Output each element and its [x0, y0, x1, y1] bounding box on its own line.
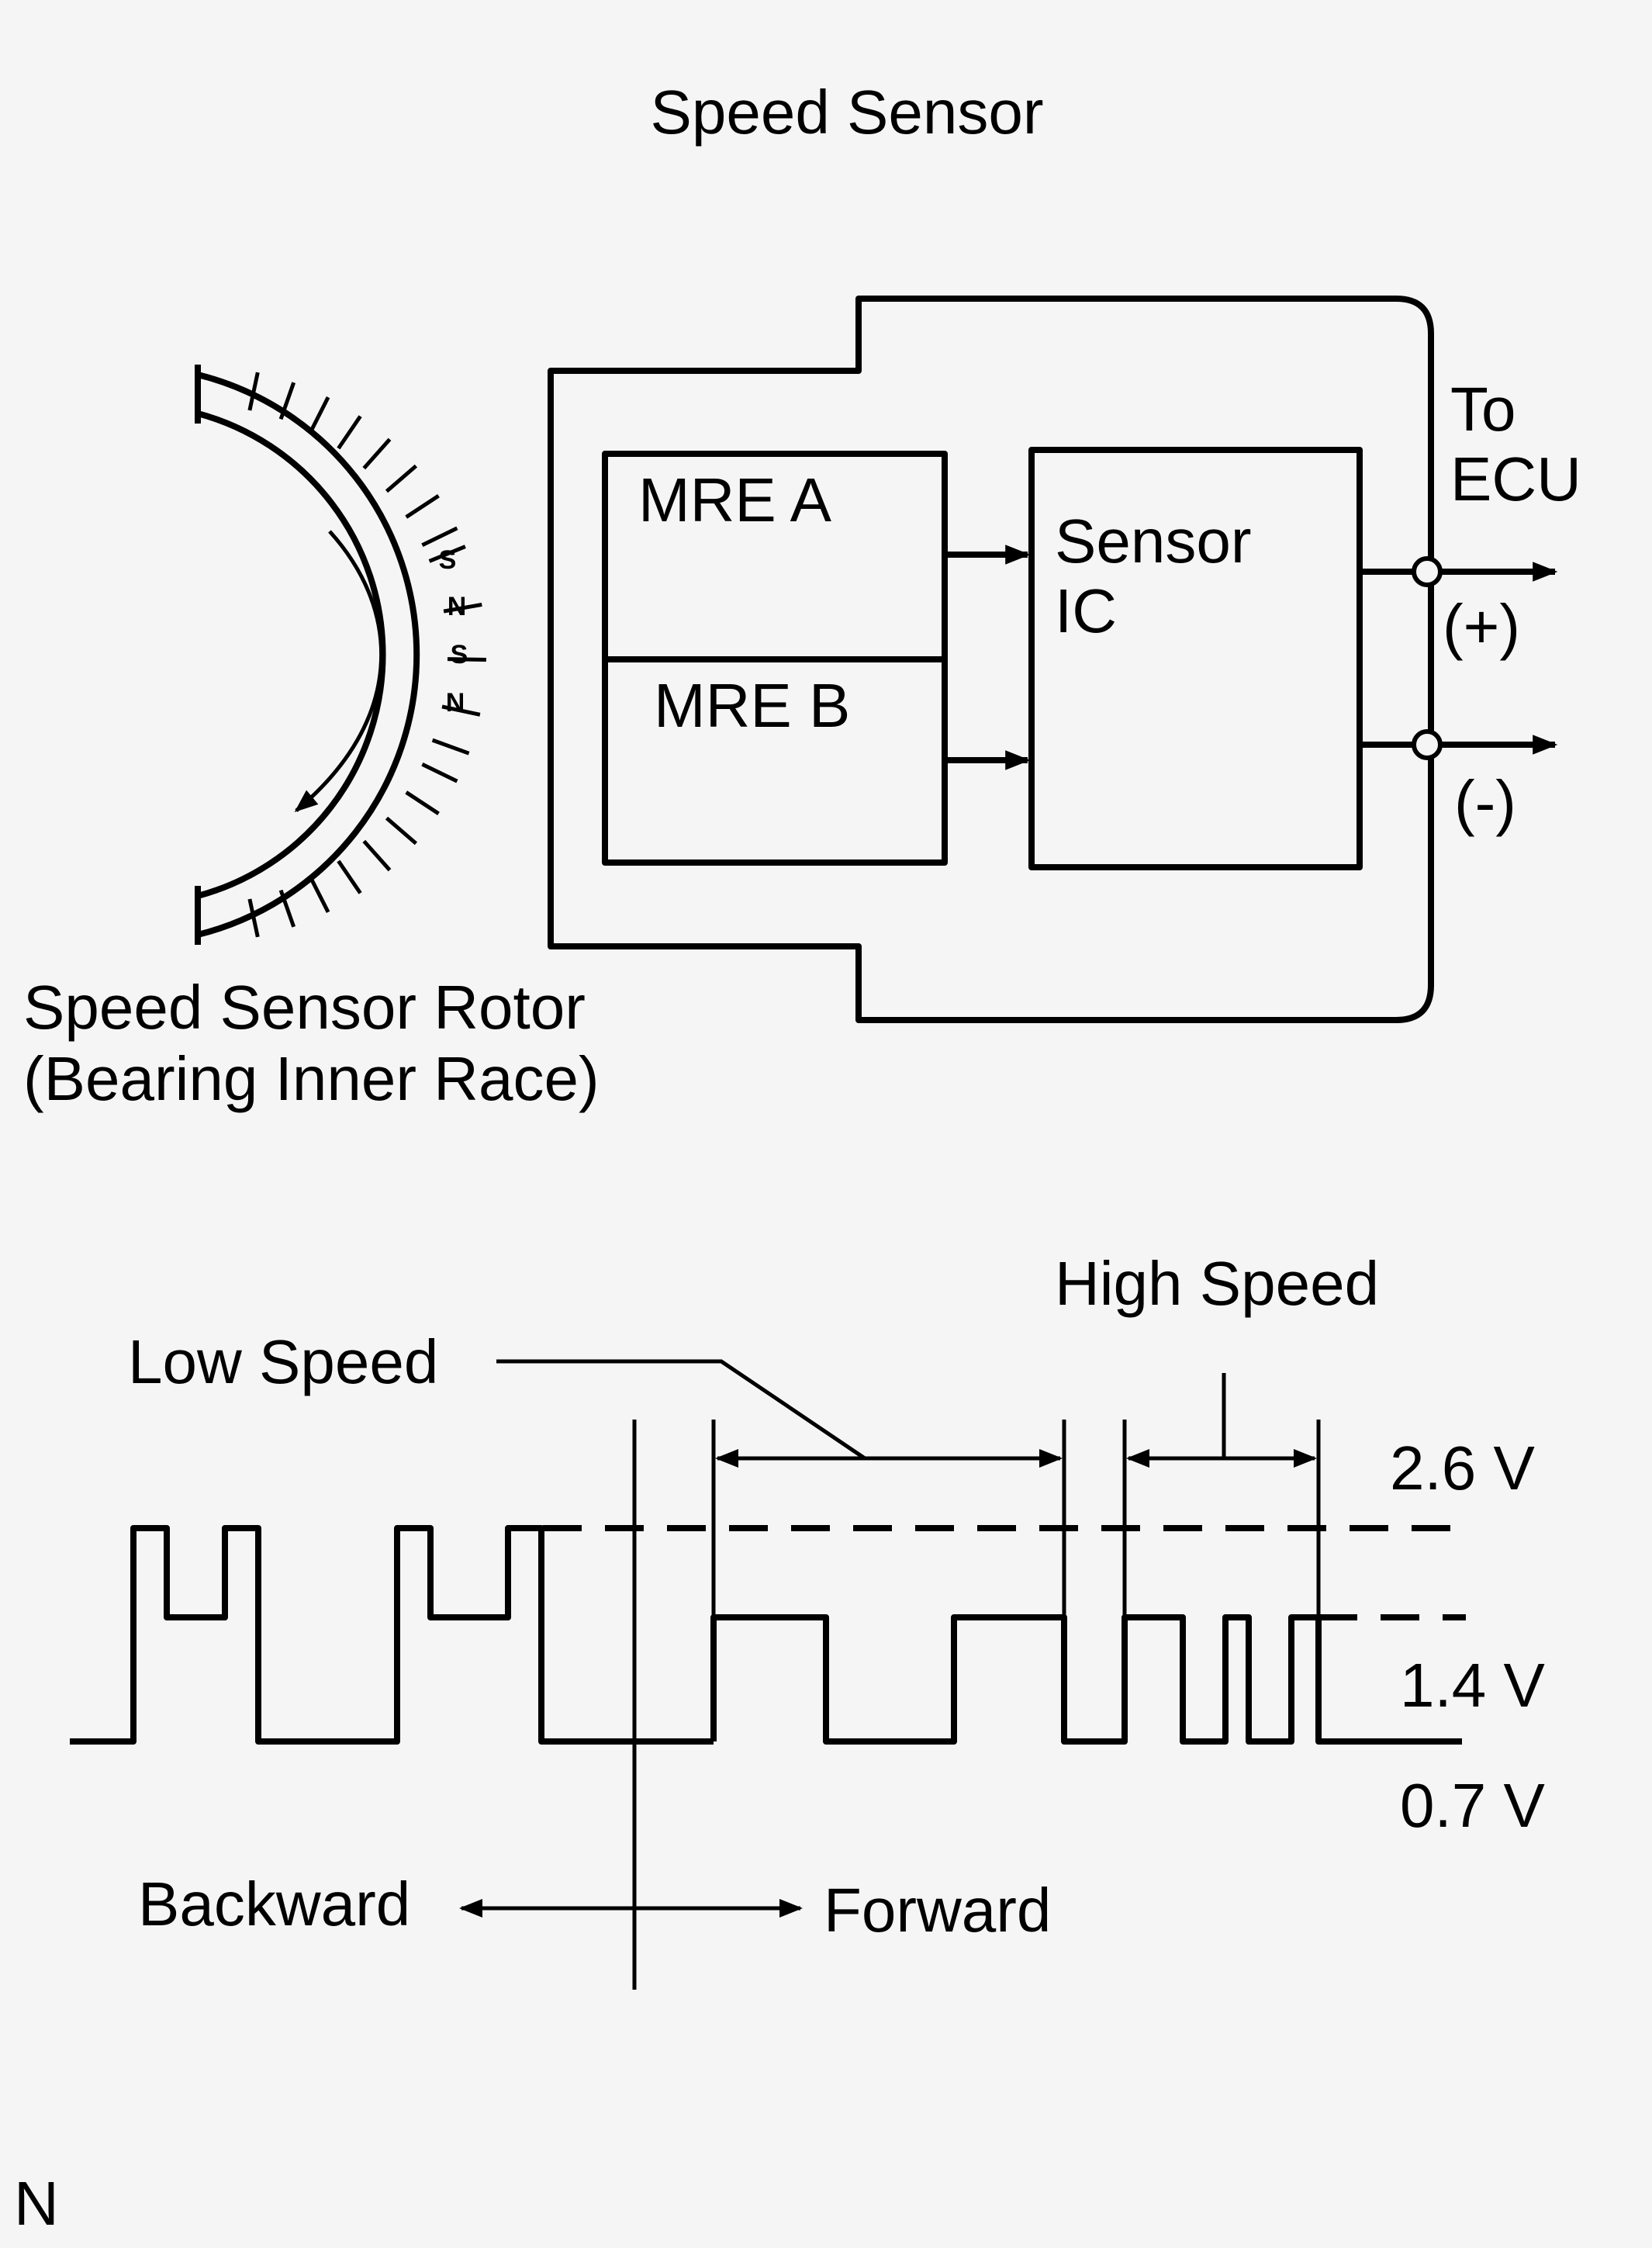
rotor-divider	[278, 889, 296, 928]
terminal-plus	[1412, 556, 1443, 587]
plus-terminal-label: (+)	[1443, 592, 1520, 661]
rotor-label-line1: Speed Sensor Rotor	[23, 973, 586, 1042]
rotor-pole-s-2: S	[451, 640, 468, 669]
backward-label: Backward	[138, 1869, 410, 1938]
rotation-direction-arrow	[294, 530, 384, 812]
rotor-pole-divider	[428, 545, 466, 563]
output-waveform	[70, 1359, 1466, 1990]
backward-pulse-train	[70, 1525, 714, 1745]
speed-sensor-rotor: S N S N	[195, 365, 486, 945]
diagram-title: Speed Sensor	[650, 78, 1043, 147]
rotor-pole-divider	[447, 657, 486, 662]
rotor-pole-divider	[443, 602, 482, 614]
rotor-pole-divider	[441, 704, 481, 717]
rotor-divider	[421, 526, 458, 548]
rotor-divider	[337, 859, 362, 894]
high-speed-label: High Speed	[1055, 1249, 1379, 1318]
rotor-divider	[405, 494, 440, 519]
rotor-pole-s-1: S	[439, 545, 457, 575]
minus-terminal-label: (-)	[1454, 768, 1516, 837]
rotor-divider	[337, 415, 362, 450]
corner-mark: N	[14, 2169, 59, 2238]
rotor-segment-dividers	[247, 372, 486, 938]
rotor-divider	[362, 437, 392, 470]
terminal-minus	[1412, 729, 1443, 760]
rotor-pole-n-2: N	[446, 688, 465, 718]
mre-b-label: MRE B	[654, 671, 850, 740]
low-speed-leader-line	[496, 1359, 866, 1461]
mre-a-label: MRE A	[638, 465, 832, 534]
rotor-divider	[405, 790, 440, 815]
sensor-ic-label-line2: IC	[1055, 576, 1117, 645]
rotor-divider	[247, 372, 260, 411]
rotor-divider	[421, 762, 458, 783]
to-ecu-label-line2: ECU	[1450, 444, 1581, 514]
rotor-divider	[385, 816, 418, 846]
low-speed-label: Low Speed	[128, 1327, 438, 1396]
level-label-0-7v: 0.7 V	[1400, 1771, 1545, 1840]
forward-label: Forward	[824, 1876, 1051, 1945]
rotor-pole-n-1: N	[448, 592, 467, 621]
rotor-divider	[309, 396, 330, 433]
rotor-divider	[309, 877, 330, 914]
sensor-ic-label-line1: Sensor	[1055, 507, 1251, 576]
rotor-label-line2: (Bearing Inner Race)	[23, 1044, 600, 1113]
rotor-divider	[362, 839, 392, 872]
rotor-divider	[247, 898, 260, 938]
sensor-ic-block	[1028, 447, 1363, 870]
forward-pulse-train	[710, 1614, 1462, 1745]
rotor-pole-divider	[431, 738, 470, 756]
rotor-divider	[385, 464, 418, 493]
level-label-1-4v: 1.4 V	[1400, 1651, 1545, 1720]
rotor-divider	[278, 382, 296, 420]
sensor-housing	[548, 296, 1434, 1023]
to-ecu-label-line1: To	[1450, 375, 1516, 444]
level-label-2-6v: 2.6 V	[1390, 1434, 1535, 1503]
